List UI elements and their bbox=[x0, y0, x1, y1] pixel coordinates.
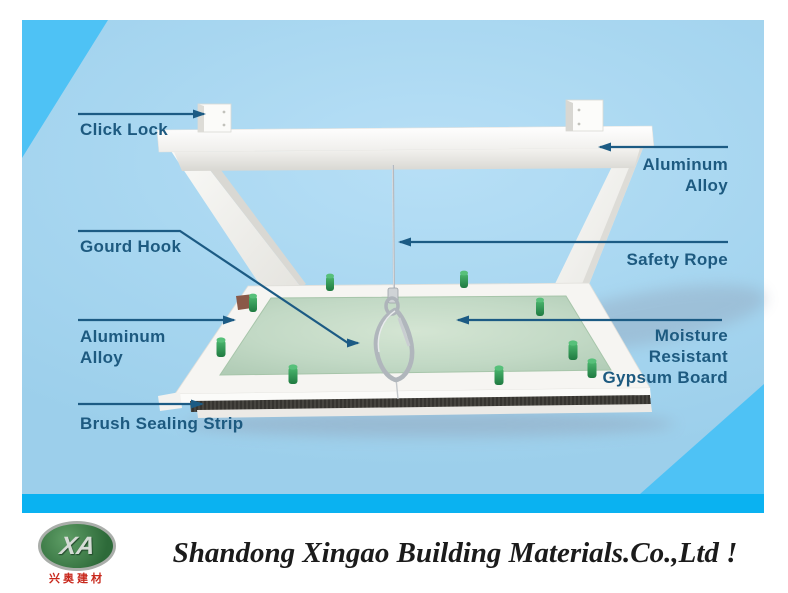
label-text: Click Lock bbox=[80, 120, 169, 139]
label-text: Moisture bbox=[654, 326, 728, 345]
label-aluminum-alloy-left: Aluminum Alloy bbox=[80, 326, 166, 368]
company-name-title: Shandong Xingao Building Materials.Co.,L… bbox=[172, 536, 738, 569]
decor-triangle-bottom-right bbox=[640, 384, 764, 494]
logo-monogram: XA bbox=[57, 531, 97, 560]
label-text: Gourd Hook bbox=[80, 237, 182, 256]
label-aluminum-alloy-right: Aluminum Alloy bbox=[642, 154, 728, 196]
label-text: Alloy bbox=[80, 348, 124, 367]
label-text: Alloy bbox=[684, 176, 728, 195]
label-brush-sealing-strip: Brush Sealing Strip bbox=[80, 413, 243, 434]
label-text: Resistant bbox=[648, 347, 728, 366]
label-text: Brush Sealing Strip bbox=[80, 414, 244, 433]
company-logo-oval: XA bbox=[38, 521, 116, 571]
label-click-lock: Click Lock bbox=[80, 119, 168, 140]
label-gypsum-board: Moisture Resistant Gypsum Board bbox=[603, 325, 728, 388]
company-banner: XA 兴奥建材 Shandong Xingao Building Materia… bbox=[0, 513, 788, 593]
label-text: Gypsum Board bbox=[602, 368, 728, 387]
bottom-accent-strip bbox=[22, 494, 764, 513]
label-safety-rope: Safety Rope bbox=[626, 249, 728, 270]
label-gourd-hook: Gourd Hook bbox=[80, 236, 181, 257]
logo-chinese-text: 兴奥建材 bbox=[49, 573, 105, 585]
label-text: Aluminum bbox=[642, 155, 728, 174]
label-text: Safety Rope bbox=[626, 250, 728, 269]
label-text: Aluminum bbox=[80, 327, 166, 346]
